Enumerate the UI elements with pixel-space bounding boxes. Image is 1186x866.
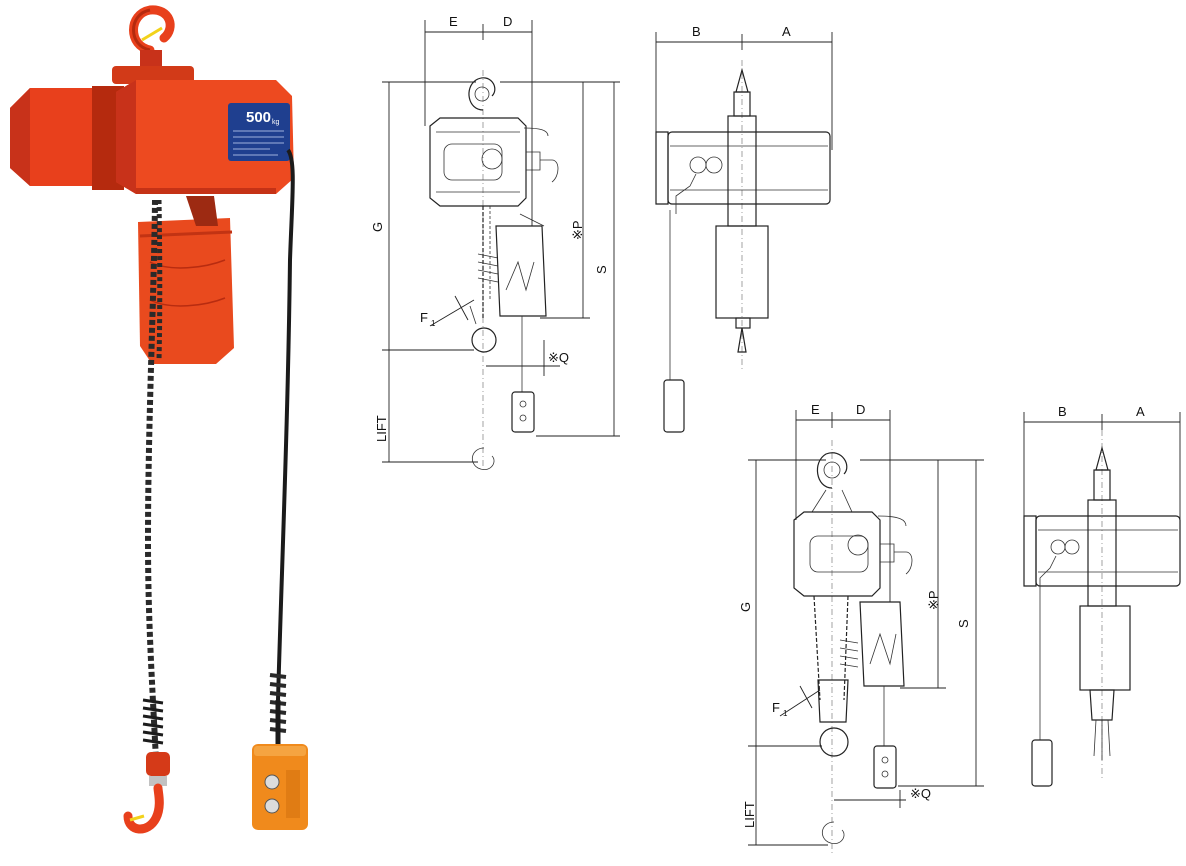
dim-label-B-double: B xyxy=(1058,404,1067,419)
dim-label-S: S xyxy=(594,265,609,274)
dim-label-A-double: A xyxy=(1136,404,1145,419)
dim-label-D-double: D xyxy=(856,402,865,417)
pendant-down-button xyxy=(264,798,280,814)
drawing-double-front: B A xyxy=(1023,404,1181,787)
dim-label-F: F xyxy=(420,310,428,325)
dim-label-F-double: F xyxy=(772,700,780,715)
dim-label-A: A xyxy=(782,24,791,39)
dim-label-G: G xyxy=(370,222,385,232)
dim-label-LIFT-double: LIFT xyxy=(742,801,757,828)
pendant-up-button xyxy=(264,774,280,790)
suspension-bracket xyxy=(112,66,194,84)
drawing-double-side: E D G LIFT ※P S ※Q F 1 xyxy=(738,402,984,855)
dim-label-Q: ※Q xyxy=(548,350,569,365)
dim-label-B: B xyxy=(692,24,701,39)
dim-label-S-double: S xyxy=(956,619,971,628)
capacity-unit: kg xyxy=(272,119,280,126)
dim-label-LIFT: LIFT xyxy=(374,415,389,442)
dim-label-E-double: E xyxy=(811,402,820,417)
top-hook xyxy=(129,5,175,70)
chain-spring xyxy=(142,698,164,745)
drawing-single-front: B A xyxy=(655,24,833,433)
bottom-hook xyxy=(123,783,164,834)
load-chain xyxy=(144,199,159,761)
dim-label-E: E xyxy=(449,14,458,29)
capacity-nameplate xyxy=(228,103,290,161)
bottom-block xyxy=(146,752,170,776)
dim-label-F-sub: 1 xyxy=(431,319,436,328)
pendant-cable xyxy=(276,148,295,701)
dim-label-F-sub-double: 1 xyxy=(783,709,788,718)
drawing-single-side: E D G LIFT ※P S ※Q F 1 xyxy=(370,14,620,470)
dim-label-D: D xyxy=(503,14,512,29)
dim-label-Q-double: ※Q xyxy=(910,786,931,801)
dim-label-P: ※P xyxy=(570,220,585,240)
capacity-value: 500 xyxy=(246,109,271,126)
dim-label-P-double: ※P xyxy=(926,590,941,610)
hoist-photo: 500 kg xyxy=(10,5,308,834)
dim-label-G-double: G xyxy=(738,602,753,612)
body-left-cap xyxy=(10,88,110,186)
